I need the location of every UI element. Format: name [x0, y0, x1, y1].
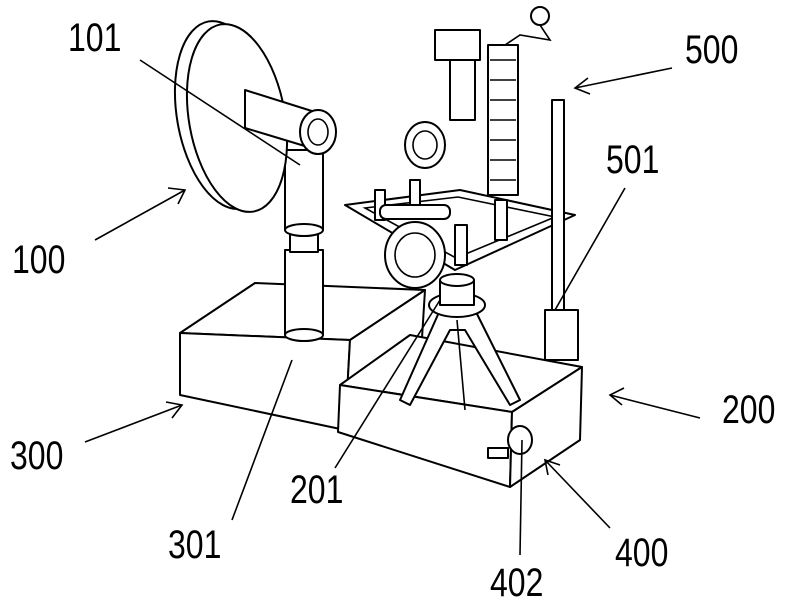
- label-101: 101: [68, 16, 122, 60]
- label-201: 201: [290, 468, 344, 512]
- reel-101: [173, 20, 337, 213]
- label-200: 200: [722, 388, 776, 432]
- knob-402: [507, 425, 533, 455]
- tripod-201: [399, 273, 521, 411]
- label-300: 300: [10, 434, 64, 478]
- label-402: 402: [490, 561, 544, 605]
- annotation-lines: [84, 59, 701, 556]
- label-500: 500: [685, 28, 739, 72]
- label-301: 301: [168, 523, 222, 567]
- frame-500: [344, 6, 579, 361]
- column-301: [284, 149, 324, 342]
- label-100: 100: [12, 238, 66, 282]
- label-501: 501: [606, 138, 660, 182]
- label-400: 400: [615, 531, 669, 575]
